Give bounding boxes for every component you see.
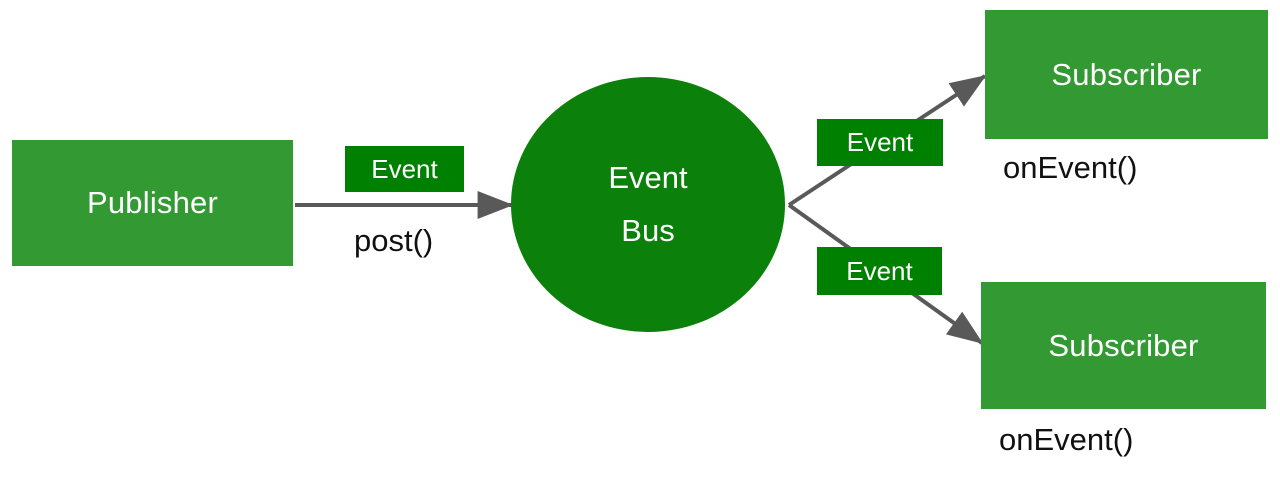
event-bus-label-line2: Bus [621, 212, 675, 248]
edge-label-onevent-top: onEvent() [1003, 150, 1138, 185]
subscriber-top-label: Subscriber [1051, 56, 1202, 92]
subscriber-node-bottom[interactable]: Subscriber [981, 282, 1266, 409]
event-badge-bottom-label: Event [846, 255, 913, 286]
publisher-node[interactable]: Publisher [12, 140, 293, 266]
subscriber-node-top[interactable]: Subscriber [985, 10, 1268, 139]
event-badge-post: Event [345, 146, 464, 192]
subscriber-bottom-label: Subscriber [1048, 327, 1199, 363]
event-badge-bottom: Event [817, 247, 942, 295]
event-bus-node[interactable]: Event Bus [511, 77, 785, 332]
publisher-label: Publisher [86, 185, 219, 220]
event-badge-top-label: Event [846, 127, 914, 157]
edge-label-onevent-bottom: onEvent() [999, 422, 1134, 457]
event-bus-label-line1: Event [608, 160, 688, 196]
edge-label-post: post() [354, 223, 434, 258]
event-badge-top: Event [817, 119, 943, 166]
event-badge-post-label: Event [371, 153, 438, 184]
